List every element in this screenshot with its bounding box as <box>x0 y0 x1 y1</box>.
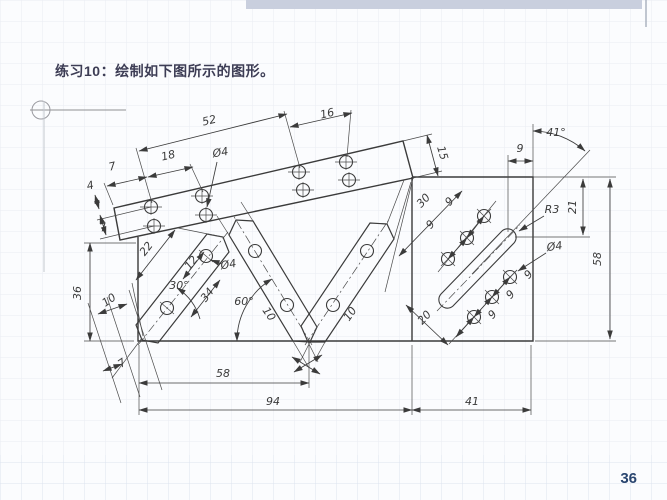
dim-12: 12 <box>182 253 201 272</box>
dim-60deg: 60° <box>234 295 254 308</box>
dim-dia4-strip: Ø4 <box>211 145 230 161</box>
dim-52: 52 <box>201 113 218 129</box>
accent-bar <box>246 0 642 9</box>
right-link-plate <box>300 179 412 363</box>
dim-16: 16 <box>319 106 336 122</box>
page-number: 36 <box>620 470 637 487</box>
dim-dia4-plate: Ø4 <box>219 257 238 273</box>
dim-7-top: 7 <box>107 159 117 173</box>
dim-21: 21 <box>566 200 579 214</box>
left-plate <box>111 231 230 379</box>
dim-4: 4 <box>85 178 95 192</box>
dim-58-bottom: 58 <box>216 367 230 380</box>
strip-holes <box>140 154 360 234</box>
dim-58-right: 58 <box>591 252 604 266</box>
dim-41: 41 <box>465 395 479 408</box>
dim-94: 94 <box>266 395 280 408</box>
corner-marker-icon <box>30 100 126 272</box>
dim-9-lower-3: 9 <box>485 308 499 322</box>
dim-9-top: 9 <box>517 142 524 155</box>
dim-41deg: 41° <box>546 126 566 139</box>
dim-7-left: 7 <box>98 220 108 234</box>
dim-dia4-right: Ø4 <box>545 239 563 254</box>
dim-30deg: 30° <box>169 279 189 292</box>
dim-30: 30 <box>414 191 433 210</box>
dim-22: 22 <box>137 239 156 258</box>
dim-20: 20 <box>415 308 434 327</box>
dimension-lines <box>84 109 616 415</box>
slide-title: 练习10：绘制如下图所示的图形。 <box>55 63 275 79</box>
dim-10-left-link: 10 <box>260 305 279 324</box>
dim-9-upper-2: 9 <box>423 218 437 232</box>
left-link-plate <box>216 201 318 369</box>
dim-15: 15 <box>434 144 451 161</box>
dim-9-lower-2: 9 <box>503 288 517 302</box>
dim-10-right-link: 10 <box>341 305 360 324</box>
dim-r3: R3 <box>545 203 560 216</box>
dim-9-upper-1: 9 <box>442 195 456 209</box>
dim-18: 18 <box>160 148 177 164</box>
dim-10-lower-left: 10 <box>100 291 119 310</box>
dim-36: 36 <box>71 286 84 300</box>
dimension-labels: 52 16 18 7 4 7 Ø4 15 36 22 12 30° 34 Ø4 … <box>71 106 604 408</box>
